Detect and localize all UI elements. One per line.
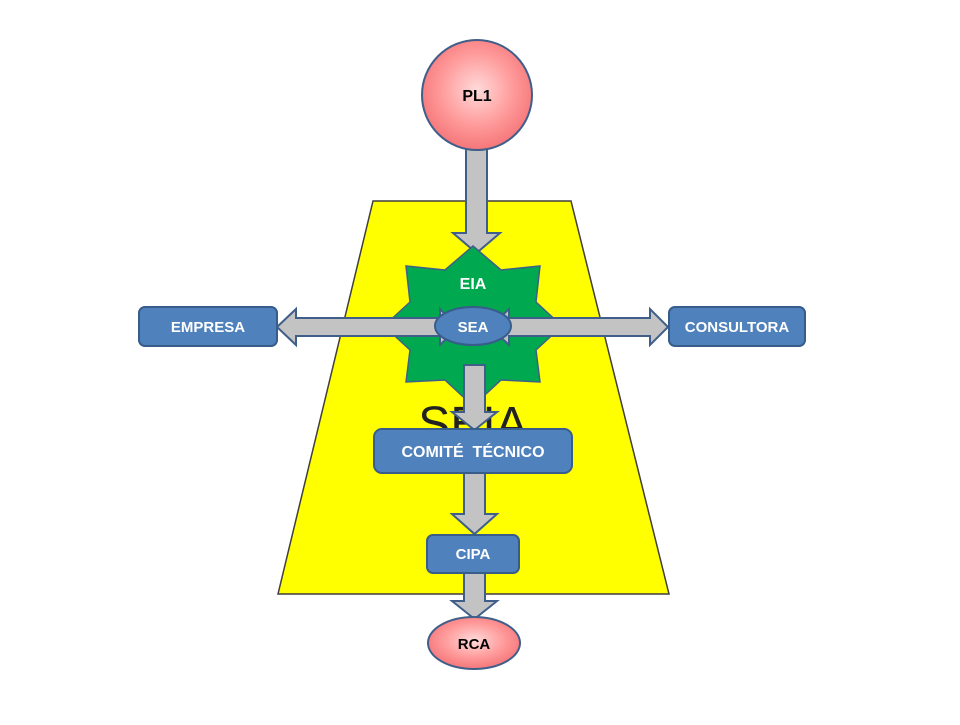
- arrow-cipa-to-rca: [449, 571, 500, 621]
- eia-label: EIA: [460, 276, 487, 293]
- rca-node: [427, 616, 521, 670]
- empresa-label: EMPRESA: [171, 319, 245, 336]
- comite-tecnico-label: COMITÉ TÉCNICO: [401, 442, 544, 461]
- sea-label: SEA: [458, 319, 489, 336]
- cipa-box: [426, 534, 520, 574]
- consultora-box: [668, 306, 806, 347]
- consultora-label: CONSULTORA: [685, 319, 790, 336]
- empresa-box: [138, 306, 278, 347]
- pl1-label: PL1: [462, 88, 491, 105]
- arrow-pl1-to-eia: [450, 147, 503, 255]
- comite-tecnico-box: [373, 428, 573, 474]
- sea-node: [434, 306, 512, 346]
- arrow-comite-to-cipa: [449, 472, 500, 536]
- arrow-sea-to-comite: [449, 364, 500, 432]
- rca-label: RCA: [458, 636, 491, 653]
- pl1-node: [421, 39, 533, 151]
- cipa-label: CIPA: [456, 546, 491, 563]
